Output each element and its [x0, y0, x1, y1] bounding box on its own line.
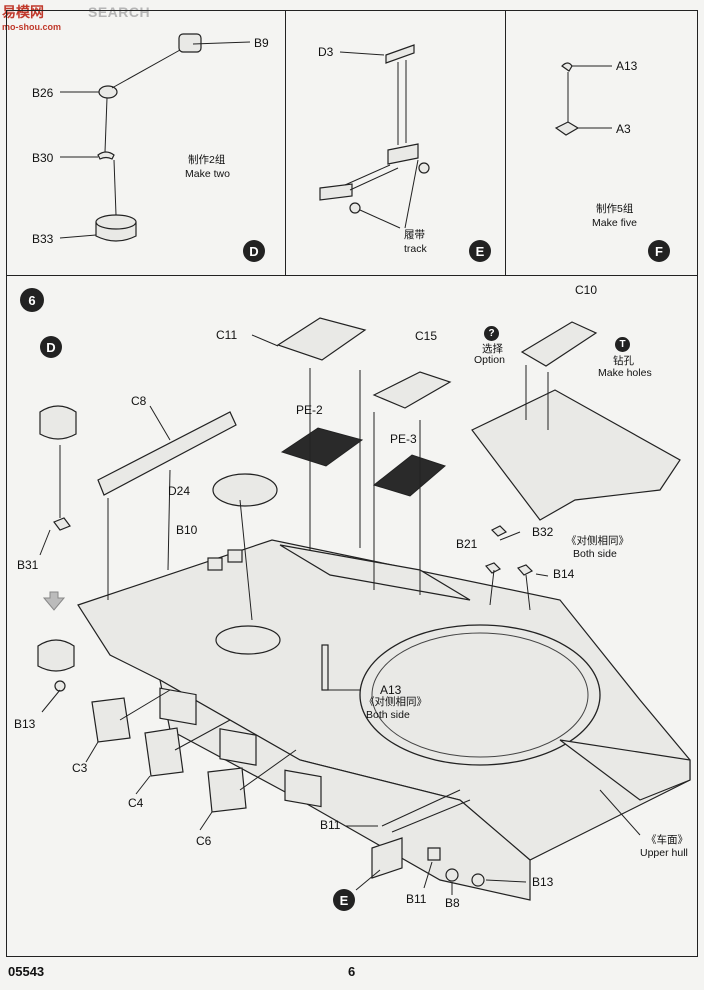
- panel-f-caption-cn: 制作5组: [596, 203, 634, 215]
- panel-f-badge: F: [648, 240, 670, 262]
- both-side-en: Both side: [573, 548, 617, 560]
- holes-cn: 钻孔: [613, 355, 634, 367]
- label-b11-top: B11: [320, 818, 341, 832]
- label-c8: C8: [131, 394, 147, 408]
- label-b14: B14: [553, 567, 575, 581]
- label-d3: D3: [318, 45, 334, 59]
- label-pe3: PE-3: [390, 432, 417, 446]
- panel-e-caption-en: track: [404, 243, 427, 255]
- option-cn: 选择: [482, 343, 503, 355]
- label-c4: C4: [128, 796, 144, 810]
- page-number: 6: [348, 964, 356, 979]
- label-b9: B9: [254, 36, 269, 50]
- sub-assembly-d-badge: D: [40, 336, 62, 358]
- hull-body: [77, 539, 691, 901]
- watermark-domain: mo-shou.com: [2, 22, 62, 32]
- label-b31: B31: [17, 558, 39, 572]
- step6-frame: [6, 275, 698, 957]
- label-b30: B30: [32, 151, 54, 165]
- step-number-badge: 6: [20, 288, 44, 312]
- panel-f-caption-en: Make five: [592, 217, 637, 229]
- label-d24: D24: [168, 484, 191, 498]
- holes-en: Make holes: [598, 367, 652, 379]
- label-c10: C10: [575, 283, 598, 297]
- label-b13-left: B13: [14, 717, 36, 731]
- label-b11-bottom: B11: [406, 892, 427, 906]
- panel-d-caption-cn: 制作2组: [188, 154, 226, 166]
- product-code: 05543: [8, 964, 45, 979]
- watermark-search: SEARCH: [88, 4, 151, 20]
- sub-assembly-e-badge: E: [333, 889, 355, 911]
- label-b33: B33: [32, 232, 54, 246]
- label-b21: B21: [456, 537, 478, 551]
- panel-e-caption-cn: 履带: [404, 229, 425, 241]
- label-b26: B26: [32, 86, 54, 100]
- label-pe2: PE-2: [296, 403, 323, 417]
- label-c15: C15: [415, 329, 438, 343]
- drill-icon: T: [615, 337, 630, 352]
- label-b10: B10: [176, 523, 198, 537]
- label-b13-right: B13: [532, 875, 554, 889]
- label-c11: C11: [216, 328, 238, 342]
- upper-hull-en: Upper hull: [640, 847, 688, 859]
- panel-d-parts: [59, 33, 251, 242]
- both-side-2-en: Both side: [366, 709, 410, 721]
- label-a13-f: A13: [616, 59, 638, 73]
- panel-f-parts: [554, 62, 612, 136]
- label-b32: B32: [532, 525, 554, 539]
- panel-d-badge: D: [243, 240, 265, 262]
- upper-hull-cn: 《车面》: [646, 834, 688, 846]
- label-c3: C3: [72, 761, 88, 775]
- option-en: Option: [474, 354, 505, 366]
- panel-e-parts: [319, 44, 430, 229]
- watermark-brand: 易模网: [2, 4, 44, 20]
- label-a3: A3: [616, 122, 631, 136]
- panel-e-badge: E: [469, 240, 491, 262]
- label-c6: C6: [196, 834, 212, 848]
- label-b8: B8: [445, 896, 460, 910]
- label-a13: A13: [380, 683, 402, 697]
- both-side-2-cn: 《对侧相同》: [364, 696, 427, 708]
- option-icon: ?: [484, 326, 499, 341]
- panel-d-caption-en: Make two: [185, 168, 230, 180]
- both-side-cn: 《对侧相同》: [566, 535, 629, 547]
